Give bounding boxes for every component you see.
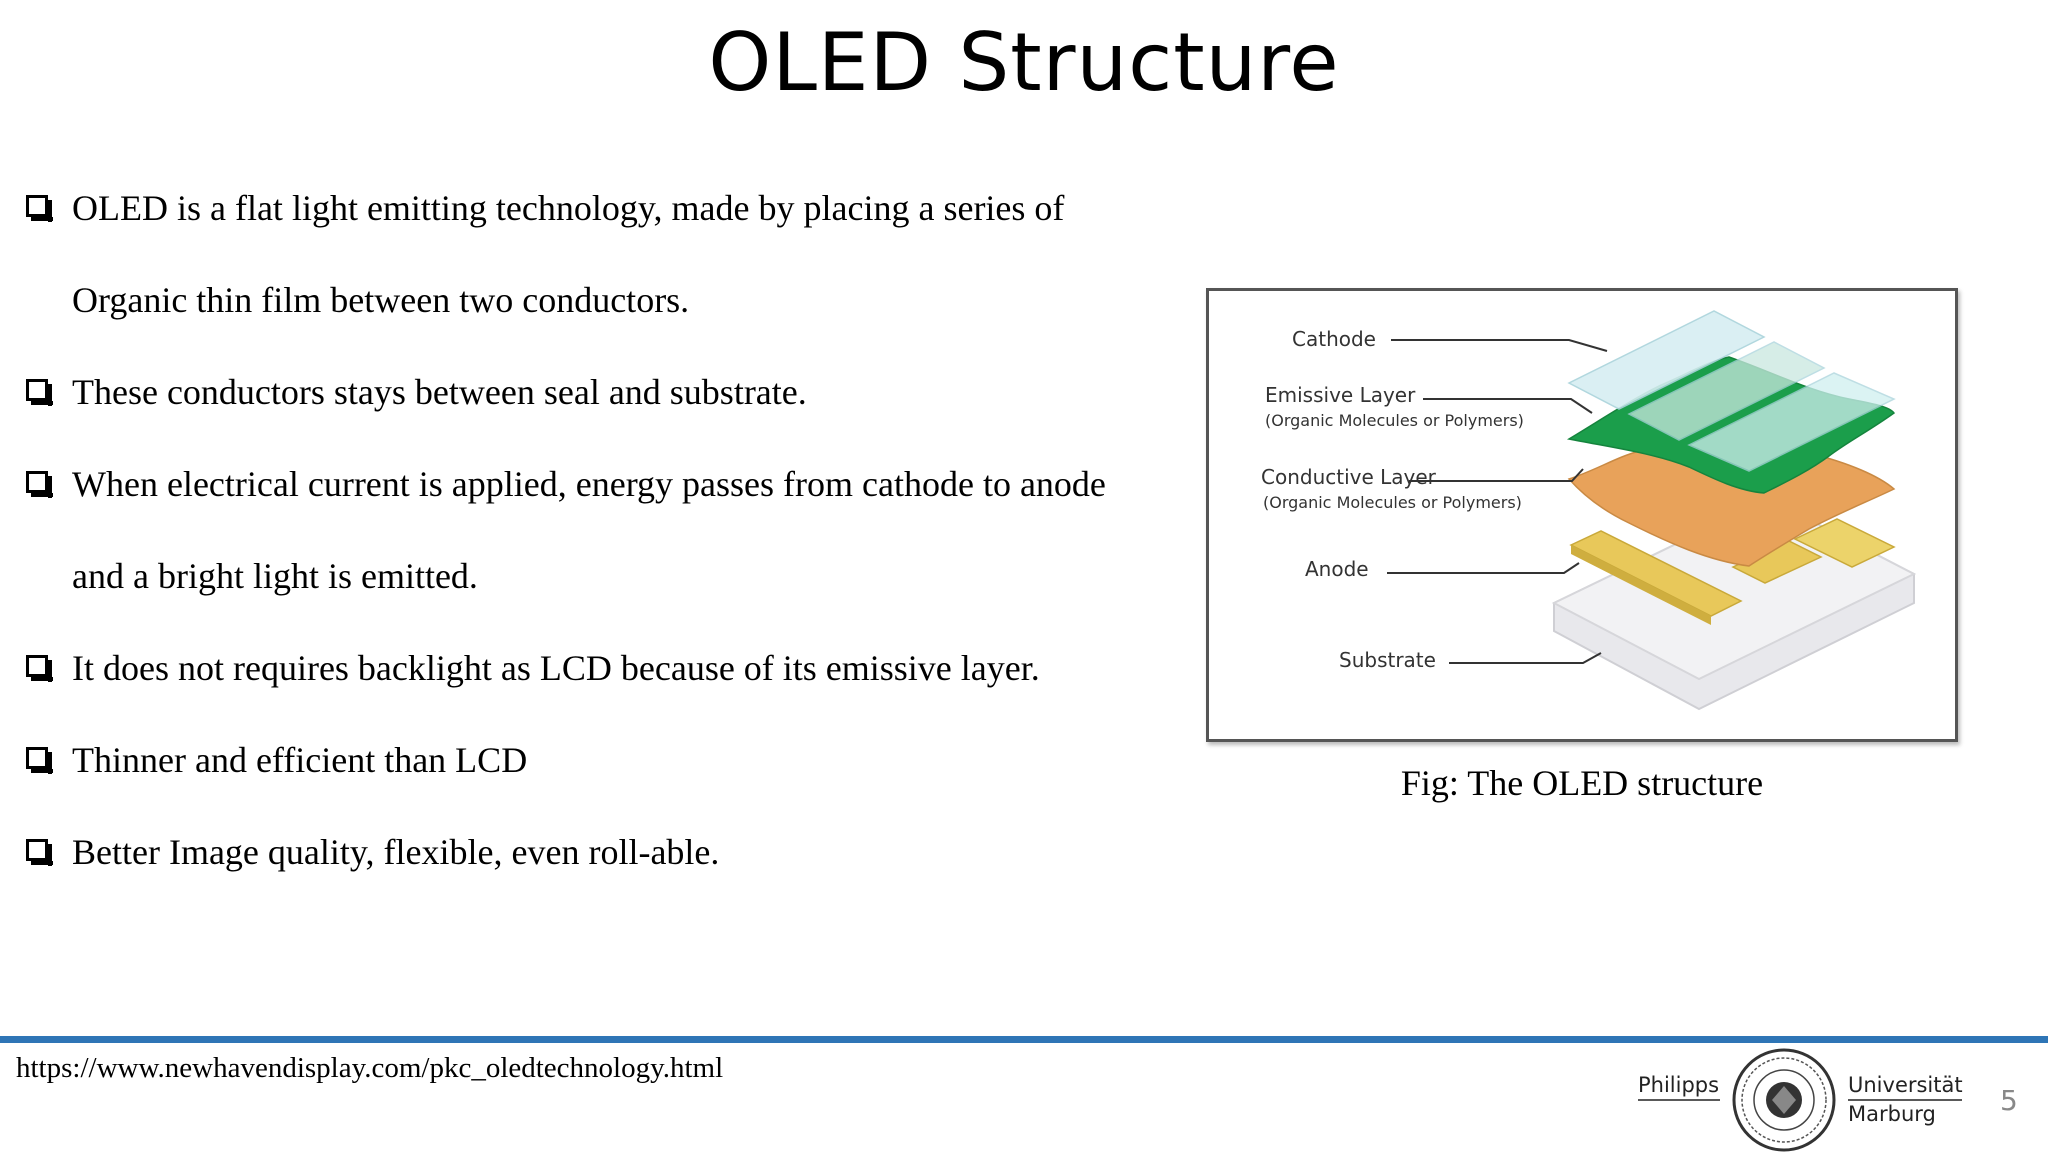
bullet-continuation: Organic thin film between two conductors… bbox=[22, 254, 1222, 346]
bullet-item: These conductors stays between seal and … bbox=[22, 346, 1222, 438]
logo-text-right-2: Marburg bbox=[1848, 1102, 1936, 1126]
page-number: 5 bbox=[2000, 1084, 2018, 1117]
bullet-text: It does not requires backlight as LCD be… bbox=[72, 648, 1040, 688]
bullet-item: OLED is a flat light emitting technology… bbox=[22, 162, 1222, 254]
emissive-label: Emissive Layer bbox=[1265, 383, 1416, 407]
anode-strip bbox=[1569, 530, 1743, 617]
anode-leader-line bbox=[1387, 562, 1580, 574]
conductive-label: Conductive Layer bbox=[1261, 465, 1437, 489]
figure-caption: Fig: The OLED structure bbox=[1400, 763, 1764, 803]
checkbox-bullet-icon bbox=[26, 195, 53, 222]
footer-divider bbox=[0, 1036, 2048, 1043]
bullet-text: and a bright light is emitted. bbox=[72, 556, 478, 596]
cathode-label: Cathode bbox=[1292, 327, 1376, 351]
anode-strip bbox=[1793, 518, 1896, 568]
bullet-item: It does not requires backlight as LCD be… bbox=[22, 622, 1222, 714]
anode-label: Anode bbox=[1305, 557, 1369, 581]
cathode-strip bbox=[1687, 372, 1896, 472]
cathode-strip bbox=[1627, 341, 1826, 441]
checkbox-bullet-icon bbox=[26, 379, 53, 406]
university-logo: Philipps Universität Marburg bbox=[1638, 1048, 1963, 1152]
oled-diagram: Cathode Emissive Layer (Organic Molecule… bbox=[1261, 310, 1917, 711]
substrate-label: Substrate bbox=[1339, 648, 1436, 672]
cathode-leader-line bbox=[1391, 339, 1608, 352]
conductive-leader-line bbox=[1409, 468, 1584, 482]
bullet-text: These conductors stays between seal and … bbox=[72, 372, 807, 412]
checkbox-bullet-icon bbox=[26, 655, 53, 682]
oled-structure-figure: Cathode Emissive Layer (Organic Molecule… bbox=[1206, 288, 1958, 742]
conductive-sublabel: (Organic Molecules or Polymers) bbox=[1263, 493, 1522, 512]
anode-strip-side bbox=[1571, 545, 1711, 625]
source-url: https://www.newhavendisplay.com/pkc_oled… bbox=[16, 1052, 724, 1084]
checkbox-bullet-icon bbox=[26, 471, 53, 498]
bullet-text: Organic thin film between two conductors… bbox=[72, 280, 690, 320]
emissive-sublabel: (Organic Molecules or Polymers) bbox=[1265, 411, 1524, 430]
bullet-text: Thinner and efficient than LCD bbox=[72, 740, 528, 780]
slide-title: OLED Structure bbox=[708, 16, 1340, 109]
bullet-list: OLED is a flat light emitting technology… bbox=[22, 162, 1222, 898]
bullet-text: Better Image quality, flexible, even rol… bbox=[72, 832, 720, 872]
bullet-item: Better Image quality, flexible, even rol… bbox=[22, 806, 1222, 898]
university-seal-icon bbox=[1732, 1048, 1836, 1152]
logo-text-right-1: Universität bbox=[1848, 1073, 1963, 1097]
bullet-text: When electrical current is applied, ener… bbox=[72, 464, 1106, 504]
emissive-leader-line bbox=[1423, 398, 1593, 414]
bullet-text: OLED is a flat light emitting technology… bbox=[72, 188, 1065, 228]
bullet-item: When electrical current is applied, ener… bbox=[22, 438, 1222, 530]
logo-text-left: Philipps bbox=[1638, 1073, 1719, 1097]
substrate-leader-line bbox=[1449, 652, 1602, 664]
bullet-item: Thinner and efficient than LCD bbox=[22, 714, 1222, 806]
bullet-continuation: and a bright light is emitted. bbox=[22, 530, 1222, 622]
cathode-strip bbox=[1567, 310, 1766, 410]
checkbox-bullet-icon bbox=[26, 839, 53, 866]
checkbox-bullet-icon bbox=[26, 747, 53, 774]
